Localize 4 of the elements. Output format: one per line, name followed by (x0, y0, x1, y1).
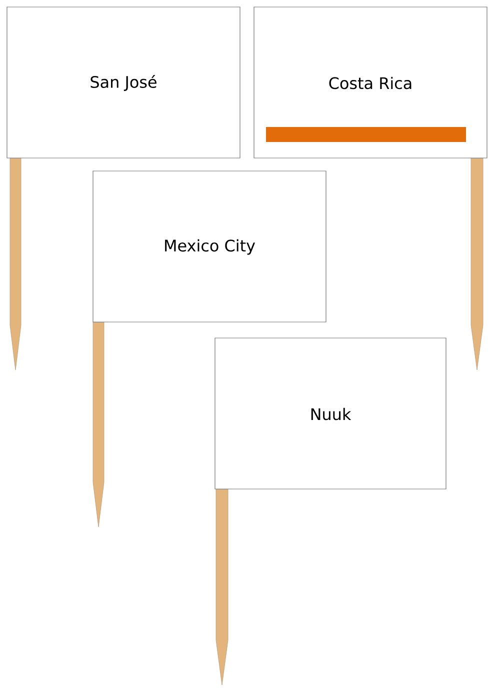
flag-card: Nuuk (214, 338, 446, 490)
flag-card: Costa Rica (254, 6, 488, 158)
flag-card: San José (6, 6, 240, 158)
flag-card: Mexico City (92, 170, 326, 322)
